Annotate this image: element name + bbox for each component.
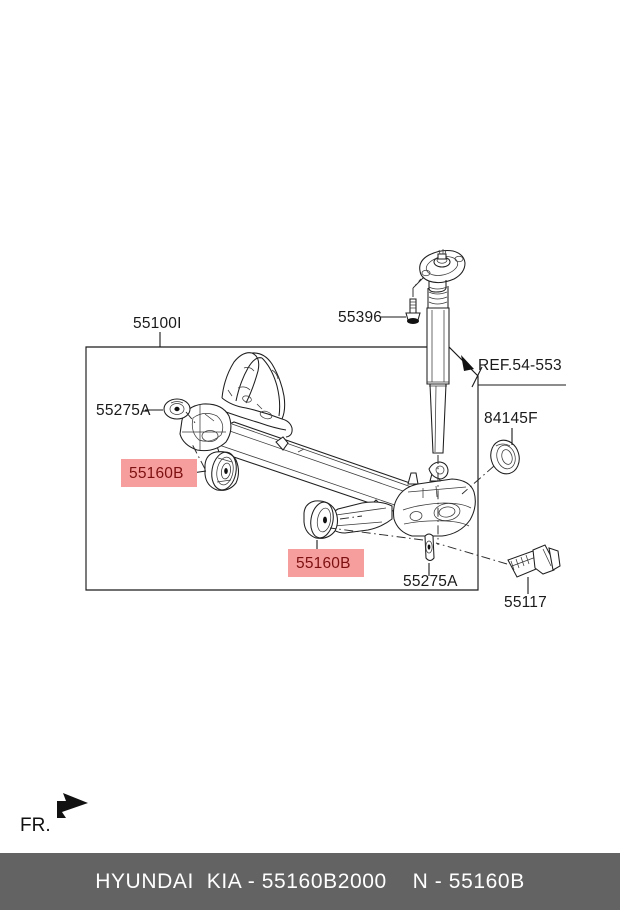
callout-ref-54-553: REF.54-553	[478, 357, 562, 374]
assembly-centerlines	[185, 276, 508, 565]
callout-55160b-right: 55160B	[288, 549, 364, 577]
trailing-arm-bushing-right	[303, 500, 339, 539]
washer-plate-right	[424, 533, 435, 562]
grommet-seal	[490, 439, 520, 475]
torsion-beam-axle	[179, 352, 476, 537]
assembly-bounding-box	[85, 346, 479, 591]
callout-label: 55396	[338, 309, 382, 326]
callout-55275a-right: 55275A	[403, 573, 458, 590]
highlight-box	[288, 549, 364, 577]
callout-label: 55275A	[96, 402, 151, 419]
callout-55100i: 55100I	[133, 315, 182, 332]
callout-84145f: 84145F	[484, 410, 538, 427]
callout-label: 55160B	[129, 465, 184, 482]
footer-part-number-text: HYUNDAI KIA - 55160B2000 N - 55160B	[95, 869, 525, 893]
callout-label: 84145F	[484, 410, 538, 427]
callout-55396: 55396	[338, 309, 382, 326]
footer-bar: HYUNDAI KIA - 55160B2000 N - 55160B	[0, 853, 620, 910]
front-direction-marker: FR.	[20, 793, 88, 836]
washer-plate-left	[163, 398, 191, 420]
callout-label: 55100I	[133, 315, 182, 332]
highlight-box	[121, 459, 197, 487]
front-direction-arrow-icon	[57, 793, 88, 818]
leader-lines	[145, 316, 566, 594]
callout-label: REF.54-553	[478, 357, 562, 374]
callout-55117: 55117	[504, 594, 547, 611]
callout-55275a-left: 55275A	[96, 402, 151, 419]
shock-mount-bolt	[405, 298, 421, 324]
shock-absorber	[419, 249, 466, 454]
callout-label: 55275A	[403, 573, 458, 590]
callout-label: 55117	[504, 594, 547, 611]
callout-label: 55160B	[296, 555, 351, 572]
callout-55160b-left: 55160B	[121, 459, 197, 487]
trailing-arm-bushing-left	[204, 451, 240, 491]
mounting-bolt	[507, 544, 561, 578]
fr-label: FR.	[20, 815, 51, 836]
